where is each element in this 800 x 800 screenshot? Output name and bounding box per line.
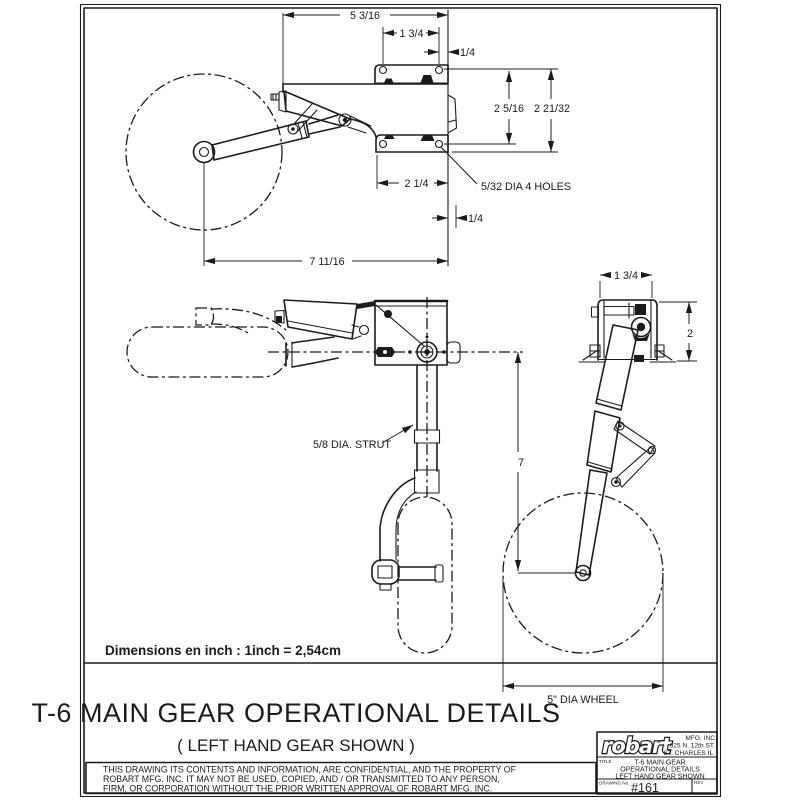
mount-hole [378, 65, 388, 75]
middle-view-extended-gear: 5/8 DIA. STRUT [126, 297, 523, 654]
right-view-extended-gear [502, 299, 677, 654]
dim-5-3-16: 5 3/16 [350, 10, 380, 22]
mount-hole [434, 139, 444, 149]
phantom-extended-wheel [397, 496, 453, 654]
dim-2-5-16: 2 5/16 [494, 103, 524, 115]
title-block: robart MFG. INC 625 N. 12th ST. ST. CHAR… [596, 731, 718, 795]
extended-wheel-outline [502, 492, 664, 654]
mount-hole [378, 139, 388, 149]
drawing-no-label: DRAWING No. [599, 781, 629, 786]
scale-note: Dimensions en inch : 1inch = 2,54cm [105, 643, 341, 658]
sheet-border [79, 3, 722, 798]
dim-1-3-4-front: 1 3/4 [614, 270, 638, 282]
strut-callout: 5/8 DIA. STRUT [313, 439, 391, 451]
title-label: TITLE [599, 759, 612, 764]
dim-1-4-bottom: 1/4 [468, 213, 483, 225]
company-line: MFG. INC [685, 735, 715, 742]
company-line: ST. CHARLES IL. [663, 750, 715, 757]
rev-label: REV [694, 780, 704, 785]
disclaimer-line: ROBART MFG. INC. IT MAY NOT BE USED, COP… [103, 774, 500, 784]
top-view-retracted-gear [125, 9, 458, 267]
dim-2: 2 [687, 328, 693, 340]
block-title-line: OPERATIONAL DETAILS [620, 767, 700, 774]
page-subtitle: ( LEFT HAND GEAR SHOWN ) [177, 736, 415, 755]
dim-7: 7 [518, 457, 524, 469]
right-view-dimensions: 1 3/4 2 7 5" DIA WHEEL [502, 270, 697, 706]
holes-callout: 5/32 DIA 4 HOLES [481, 181, 571, 193]
company-line: 625 N. 12th ST. [670, 743, 716, 750]
drawing-number: #161 [631, 781, 659, 795]
dim-7-11-16: 7 11/16 [309, 256, 344, 268]
dim-1-4-top: 1/4 [460, 47, 475, 59]
robart-logo: robart [602, 734, 672, 758]
dim-2-21-32: 2 21/32 [534, 103, 570, 115]
block-title-line: LEFT HAND GEAR SHOWN [615, 773, 704, 780]
dim-2-1-4: 2 1/4 [404, 178, 428, 190]
disclaimer-line: FIRM, OR CORPORATION WITHOUT THE PRIOR W… [103, 784, 492, 794]
disclaimer-line: THIS DRAWING ITS CONTENTS AND INFORMATIO… [103, 765, 517, 775]
top-view-dimensions: 5 3/16 1 3/4 1/4 2 5/16 2 21/32 2 1/4 5/… [203, 10, 571, 268]
dim-1-3-4-top: 1 3/4 [399, 28, 423, 40]
disclaimer-box: THIS DRAWING ITS CONTENTS AND INFORMATIO… [85, 761, 597, 795]
page-title: T-6 MAIN GEAR OPERATIONAL DETAILS [31, 698, 560, 728]
mount-hole [434, 65, 444, 75]
block-title-line: T-6 MAIN GEAR [634, 760, 685, 767]
wheel-callout: 5" DIA WHEEL [547, 694, 619, 706]
phantom-retracted-wheel [126, 326, 289, 378]
